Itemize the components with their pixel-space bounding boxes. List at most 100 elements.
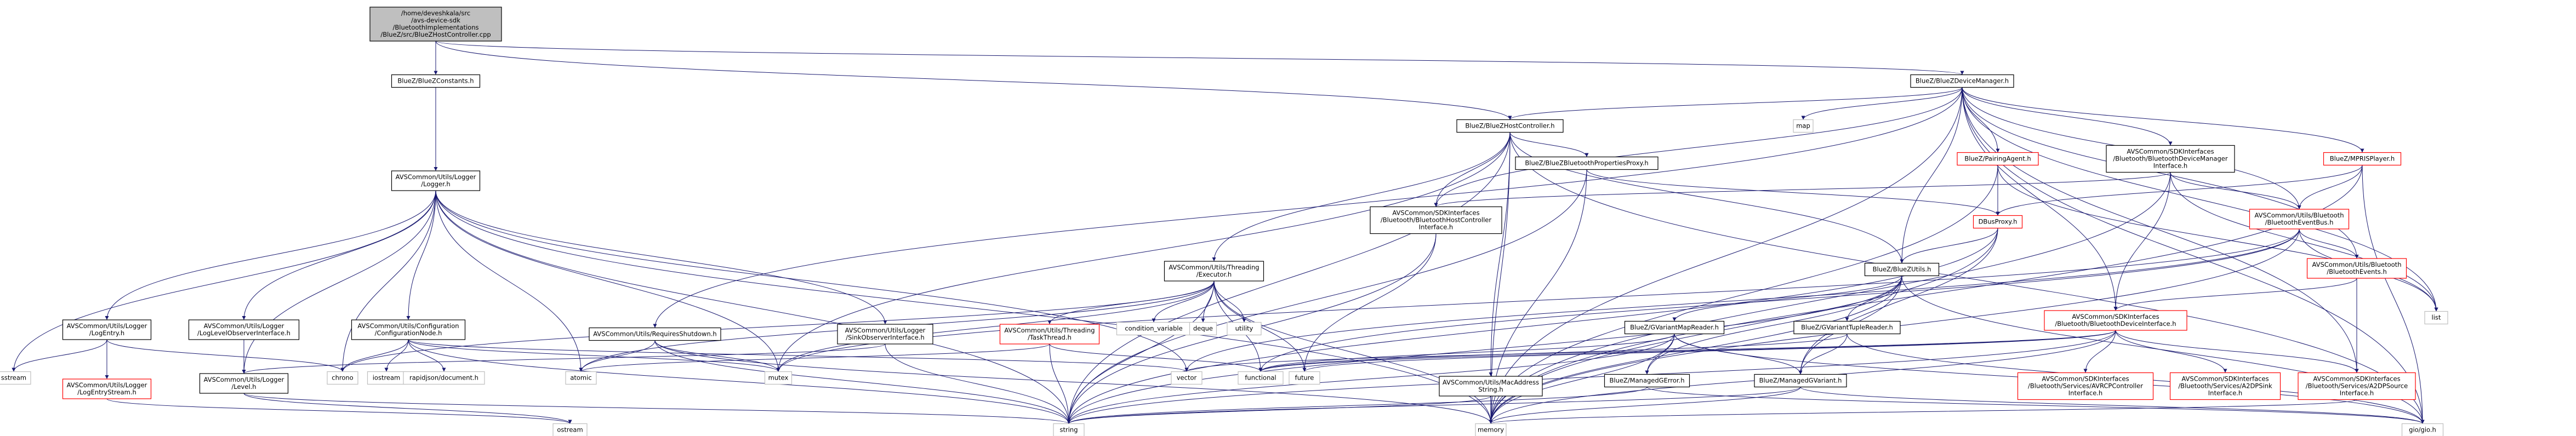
node-string[interactable]: string <box>1053 423 1085 436</box>
node-label-line: AVSCommon/Utils/Threading <box>1004 326 1095 334</box>
edge-shutdown-to-memory <box>654 340 1493 424</box>
edge-btdeviceiface-to-a2dpsink <box>2115 330 2227 373</box>
node-a2dpsink[interactable]: AVSCommon/SDKInterfaces/Bluetooth/Servic… <box>2169 372 2281 400</box>
node-label-line: Interface.h <box>2068 389 2102 397</box>
node-label-line: /BluetoothImplementations <box>392 24 478 31</box>
node-logger[interactable]: AVSCommon/Utils/Logger/Logger.h <box>391 170 481 191</box>
node-logentry[interactable]: AVSCommon/Utils/Logger/LogEntry.h <box>62 319 152 340</box>
node-atomic[interactable]: atomic <box>565 371 597 385</box>
node-label-line: utility <box>1235 325 1253 332</box>
node-dbusproxy[interactable]: DBusProxy.h <box>1973 215 2023 229</box>
edge-root-to-devmgr <box>435 41 1964 75</box>
node-avrcp[interactable]: AVSCommon/SDKInterfaces/Bluetooth/Servic… <box>2017 372 2154 400</box>
edge-btdeviceiface-to-avrcp <box>2083 330 2116 373</box>
node-label-line: /Bluetooth/BluetoothDeviceManager <box>2113 155 2227 163</box>
node-propproxy[interactable]: BlueZ/BlueZBluetoothPropertiesProxy.h <box>1515 156 1659 170</box>
node-rapidjson[interactable]: rapidjson/document.h <box>403 371 485 385</box>
node-btevents[interactable]: AVSCommon/Utils/Bluetooth/BluetoothEvent… <box>2306 258 2407 279</box>
node-confignode[interactable]: AVSCommon/Utils/Configuration/Configurat… <box>351 319 466 340</box>
node-label-line: BlueZ/BlueZDeviceManager.h <box>1916 77 2009 85</box>
node-box <box>2169 372 2281 400</box>
node-box <box>552 423 588 436</box>
edge-root-to-hostctrl <box>435 41 1512 120</box>
node-label-line: BlueZ/BlueZHostController.h <box>1465 122 1554 130</box>
node-iostream[interactable]: iostream <box>367 371 406 385</box>
node-map[interactable]: map <box>1793 119 1814 133</box>
edge-confignode-to-chrono <box>340 339 409 372</box>
edge-sdkbtdevmgr-to-hostctrliface <box>1434 172 2171 207</box>
node-future[interactable]: future <box>1289 371 1320 385</box>
node-giogio[interactable]: gio/gio.h <box>2401 423 2444 436</box>
node-box <box>2044 310 2187 331</box>
node-constants[interactable]: BlueZ/BlueZConstants.h <box>391 74 481 88</box>
node-label-line: /BluetoothEventBus.h <box>2265 219 2334 226</box>
node-box <box>1515 156 1659 170</box>
edge-mpris-to-eventbus <box>2297 165 2363 210</box>
edge-pairing-to-memory <box>1489 165 1998 424</box>
node-pairing[interactable]: BlueZ/PairingAgent.h <box>1957 152 2039 166</box>
node-variantmap[interactable]: BlueZ/GVariantMapReader.h <box>1624 320 1725 335</box>
edge-btdeviceiface-to-a2dpsource <box>2115 330 2359 373</box>
node-box <box>1053 423 1085 436</box>
node-label-line: AVSCommon/SDKInterfaces <box>2072 313 2159 320</box>
edge-varianttuple-to-managedvariant <box>1798 334 1848 375</box>
node-functional[interactable]: functional <box>1238 371 1284 385</box>
edge-devmgr-to-bluezutils <box>1900 87 1963 263</box>
node-label-line: mutex <box>768 374 789 382</box>
edge-devmgr-to-hostctrliface <box>1434 87 1963 207</box>
node-label-line: Interface.h <box>2340 389 2374 397</box>
node-label-line: AVSCommon/Utils/Logger <box>67 381 147 389</box>
edge-eventbus-to-vector <box>1184 228 2300 372</box>
node-sinkobs[interactable]: AVSCommon/Utils/Logger/SinkObserverInter… <box>837 324 933 345</box>
edge-bluezutils-to-variantmap <box>1672 276 1902 322</box>
node-devmgr[interactable]: BlueZ/BlueZDeviceManager.h <box>1910 74 2014 88</box>
node-box <box>589 327 721 341</box>
node-level[interactable]: AVSCommon/Utils/Logger/Level.h <box>199 373 289 394</box>
node-btdeviceiface[interactable]: AVSCommon/SDKInterfaces/Bluetooth/Blueto… <box>2044 310 2187 331</box>
node-logentrystream[interactable]: AVSCommon/Utils/Logger/LogEntryStream.h <box>62 378 152 399</box>
node-varianttuple[interactable]: BlueZ/GVariantTupleReader.h <box>1793 320 1901 335</box>
node-ostream[interactable]: ostream <box>552 423 588 436</box>
node-box <box>1370 206 1502 234</box>
node-loglevelobs[interactable]: AVSCommon/Utils/Logger/LogLevelObserverI… <box>188 319 300 340</box>
node-mutex[interactable]: mutex <box>764 371 793 385</box>
node-vector[interactable]: vector <box>1171 371 1202 385</box>
node-sstream[interactable]: sstream <box>0 371 31 385</box>
node-chrono[interactable]: chrono <box>327 371 358 385</box>
node-condvar[interactable]: condition_variable <box>1116 322 1192 336</box>
edge-devmgr-to-mpris <box>1962 87 2364 153</box>
node-hostctrl[interactable]: BlueZ/BlueZHostController.h <box>1456 119 1564 133</box>
edge-eventbus-to-btevents <box>2299 228 2359 259</box>
edge-confignode-to-mutex <box>408 339 780 372</box>
node-label-line: /ConfigurationNode.h <box>375 329 442 337</box>
node-box <box>2401 423 2444 436</box>
node-memory[interactable]: memory <box>1475 423 1507 436</box>
node-label-line: AVSCommon/SDKInterfaces <box>2181 375 2269 383</box>
node-box <box>391 170 481 191</box>
node-box <box>2249 209 2350 230</box>
node-deque[interactable]: deque <box>1189 322 1217 336</box>
node-eventbus[interactable]: AVSCommon/Utils/Bluetooth/BluetoothEvent… <box>2249 209 2350 230</box>
edge-level-to-string <box>243 393 1071 424</box>
node-label-line: chrono <box>332 374 353 382</box>
node-box <box>1456 119 1564 133</box>
node-sdkbtdevmgr[interactable]: AVSCommon/SDKInterfaces/Bluetooth/Blueto… <box>2106 145 2235 173</box>
edge-logger-to-loglevelobs <box>242 190 436 320</box>
node-label-line: BlueZ/MPRISPlayer.h <box>2330 155 2395 163</box>
node-shutdown[interactable]: AVSCommon/Utils/RequiresShutdown.h <box>589 327 721 341</box>
node-mpris[interactable]: BlueZ/MPRISPlayer.h <box>2323 152 2402 166</box>
node-managederror[interactable]: BlueZ/ManagedGError.h <box>1604 374 1690 388</box>
node-taskthread[interactable]: AVSCommon/Utils/Threading/TaskThread.h <box>999 324 1100 345</box>
edge-pairing-to-list <box>1997 165 2438 312</box>
node-a2dpsource[interactable]: AVSCommon/SDKInterfaces/Bluetooth/Servic… <box>2298 372 2416 400</box>
node-bluezutils[interactable]: BlueZ/BlueZUtils.h <box>1864 262 1940 277</box>
edge-propproxy-to-dbusproxy <box>1586 169 2000 216</box>
node-hostctrliface[interactable]: AVSCommon/SDKInterfaces/Bluetooth/Blueto… <box>1370 206 1502 234</box>
node-managedvariant[interactable]: BlueZ/ManagedGVariant.h <box>1754 374 1847 388</box>
node-list[interactable]: list <box>2424 311 2448 325</box>
node-box <box>1793 320 1901 335</box>
node-utility[interactable]: utility <box>1227 322 1262 336</box>
node-executor[interactable]: AVSCommon/Utils/Threading/Executor.h <box>1164 261 1264 282</box>
node-root[interactable]: /home/deveshkala/src/avs-device-sdk/Blue… <box>369 7 502 42</box>
